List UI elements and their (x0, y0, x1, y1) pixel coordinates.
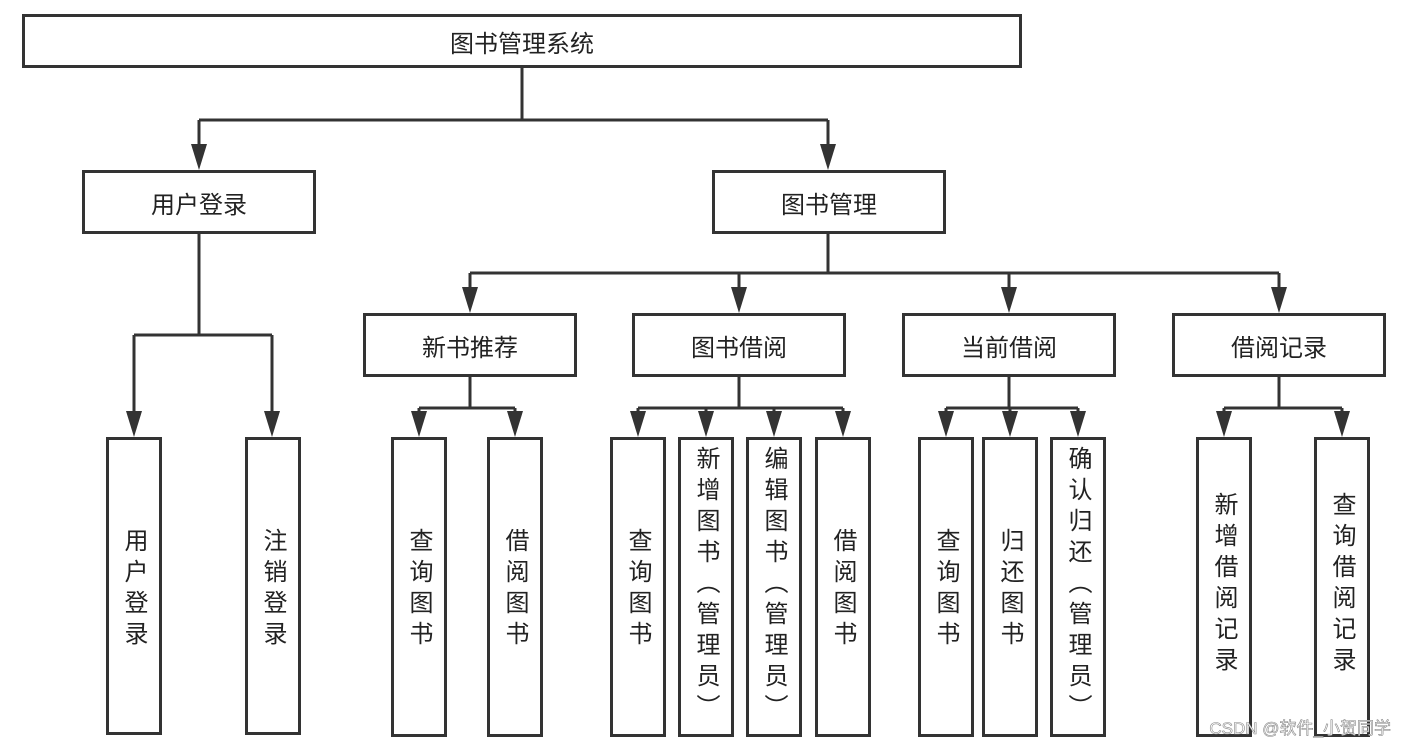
arrowhead-icon (698, 411, 714, 437)
leaf-node: 查询借阅记录 (1314, 437, 1370, 737)
level2-node: 新书推荐 (363, 313, 577, 377)
arrowhead-icon (1216, 411, 1232, 437)
level2-node: 借阅记录 (1172, 313, 1386, 377)
arrowhead-icon (630, 411, 646, 437)
arrowhead-icon (507, 411, 523, 437)
leaf-node: 借阅图书 (487, 437, 543, 737)
node-book-management: 图书管理 (712, 170, 946, 234)
arrowhead-icon (938, 411, 954, 437)
leaf-node: 借阅图书 (815, 437, 871, 737)
node-label: 图书管理系统 (450, 29, 594, 58)
leaf-node: 用户登录 (106, 437, 162, 735)
root-node: 图书管理系统 (22, 14, 1022, 68)
arrowhead-icon (126, 411, 142, 437)
leaf-node: 确认归还（管理员） (1050, 437, 1106, 737)
node-label: 新增图书（管理员） (692, 446, 720, 725)
leaf-node: 查询图书 (610, 437, 666, 737)
node-label: 当前借阅 (961, 333, 1057, 362)
node-label: 查询图书 (932, 528, 960, 652)
arrowhead-icon (766, 411, 782, 437)
node-label: 借阅记录 (1231, 333, 1327, 362)
arrowhead-icon (835, 411, 851, 437)
arrowhead-icon (1002, 411, 1018, 437)
leaf-node: 查询图书 (918, 437, 974, 737)
arrowhead-icon (1334, 411, 1350, 437)
leaf-node: 新增图书（管理员） (678, 437, 734, 737)
level2-node: 图书借阅 (632, 313, 846, 377)
node-label: 注销登录 (259, 528, 287, 652)
arrowhead-icon (191, 144, 207, 170)
node-label: 用户登录 (151, 190, 247, 219)
leaf-node: 注销登录 (245, 437, 301, 735)
node-label: 图书管理 (781, 190, 877, 219)
node-label: 查询图书 (624, 528, 652, 652)
arrowhead-icon (1001, 287, 1017, 313)
arrowhead-icon (1271, 287, 1287, 313)
node-label: 借阅图书 (501, 528, 529, 652)
leaf-node: 新增借阅记录 (1196, 437, 1252, 737)
node-label: 图书借阅 (691, 333, 787, 362)
node-label: 编辑图书（管理员） (760, 446, 788, 725)
node-label: 用户登录 (120, 528, 148, 652)
arrowhead-icon (820, 144, 836, 170)
node-label: 借阅图书 (829, 528, 857, 652)
node-label: 新增借阅记录 (1210, 492, 1238, 678)
node-label: 查询图书 (405, 528, 433, 652)
level2-node: 当前借阅 (902, 313, 1116, 377)
leaf-node: 归还图书 (982, 437, 1038, 737)
node-user-login: 用户登录 (82, 170, 316, 234)
arrowhead-icon (731, 287, 747, 313)
arrowhead-icon (1070, 411, 1086, 437)
leaf-node: 编辑图书（管理员） (746, 437, 802, 737)
node-label: 查询借阅记录 (1328, 492, 1356, 678)
watermark: CSDN @软件_小贺同学 (1209, 719, 1391, 739)
arrowhead-icon (462, 287, 478, 313)
node-label: 新书推荐 (422, 333, 518, 362)
node-label: 确认归还（管理员） (1064, 446, 1092, 725)
arrowhead-icon (411, 411, 427, 437)
node-label: 归还图书 (996, 528, 1024, 652)
leaf-node: 查询图书 (391, 437, 447, 737)
arrowhead-icon (264, 411, 280, 437)
